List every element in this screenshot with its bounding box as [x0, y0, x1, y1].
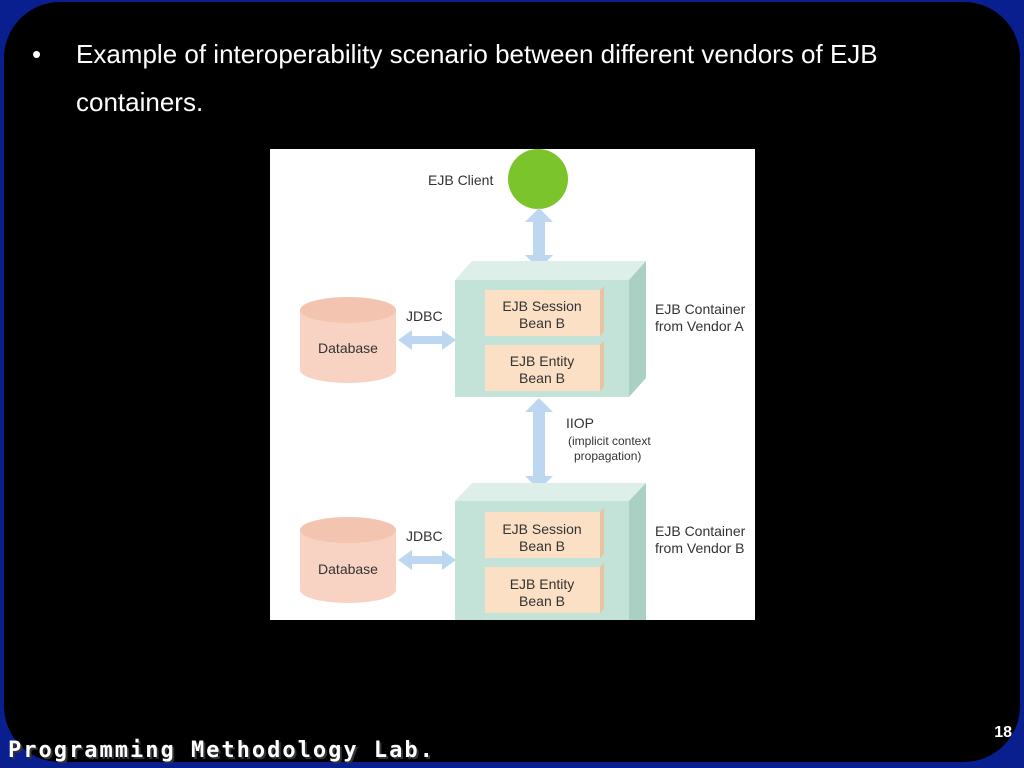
database-a-body [300, 310, 396, 383]
container-a-top [455, 261, 646, 280]
container-b-side [629, 483, 646, 620]
entity-bean-b [485, 567, 600, 613]
entity-bean-b-line2: Bean B [519, 593, 565, 609]
session-bean-a [485, 290, 600, 336]
jdbc-arrow-a [398, 330, 456, 350]
entity-bean-a-line1: EJB Entity [510, 353, 575, 369]
entity-bean-a-line2: Bean B [519, 370, 565, 386]
jdbc-arrow-b [398, 550, 456, 570]
ejb-client-label: EJB Client [428, 172, 493, 188]
bullet-dot: • [32, 39, 42, 69]
database-b-top [300, 517, 396, 543]
entity-bean-a [485, 345, 600, 391]
container-b-line2: from Vendor B [655, 540, 745, 556]
entity-bean-b-line1: EJB Entity [510, 576, 575, 592]
bullet-text: Example of interoperability scenario bet… [76, 39, 878, 117]
iiop-arrow [525, 398, 553, 490]
session-bean-b [485, 512, 600, 558]
iiop-note-line1: (implicit context [568, 434, 651, 448]
footer-lab-name: Programming Methodology Lab. [8, 738, 435, 763]
database-b-body [300, 530, 396, 603]
ejb-client-circle [508, 149, 568, 209]
entity-bean-b-side [600, 563, 604, 613]
container-b-line1: EJB Container [655, 523, 746, 539]
database-a-top [300, 297, 396, 323]
container-a-line2: from Vendor A [655, 318, 744, 334]
session-bean-b-side [600, 508, 604, 558]
diagram-canvas: EJB Client EJB Session Bean B EJB Entity… [300, 149, 746, 620]
database-a-label: Database [318, 340, 378, 356]
iiop-label: IIOP [566, 415, 594, 431]
iiop-note-line2: propagation) [574, 449, 641, 463]
session-bean-b-line1: EJB Session [502, 521, 581, 537]
jdbc-label-b: JDBC [406, 528, 443, 544]
jdbc-label-a: JDBC [406, 308, 443, 324]
database-b-label: Database [318, 561, 378, 577]
session-bean-a-line2: Bean B [519, 315, 565, 331]
session-bean-a-line1: EJB Session [502, 298, 581, 314]
entity-bean-a-side [600, 341, 604, 391]
session-bean-b-line2: Bean B [519, 538, 565, 554]
container-b-top [455, 483, 646, 501]
session-bean-a-side [600, 286, 604, 336]
container-a-side [629, 261, 646, 397]
page-number: 18 [994, 724, 1012, 741]
client-arrow [525, 208, 553, 269]
ejb-interoperability-diagram: EJB Client EJB Session Bean B EJB Entity… [270, 149, 755, 620]
container-a-line1: EJB Container [655, 301, 746, 317]
